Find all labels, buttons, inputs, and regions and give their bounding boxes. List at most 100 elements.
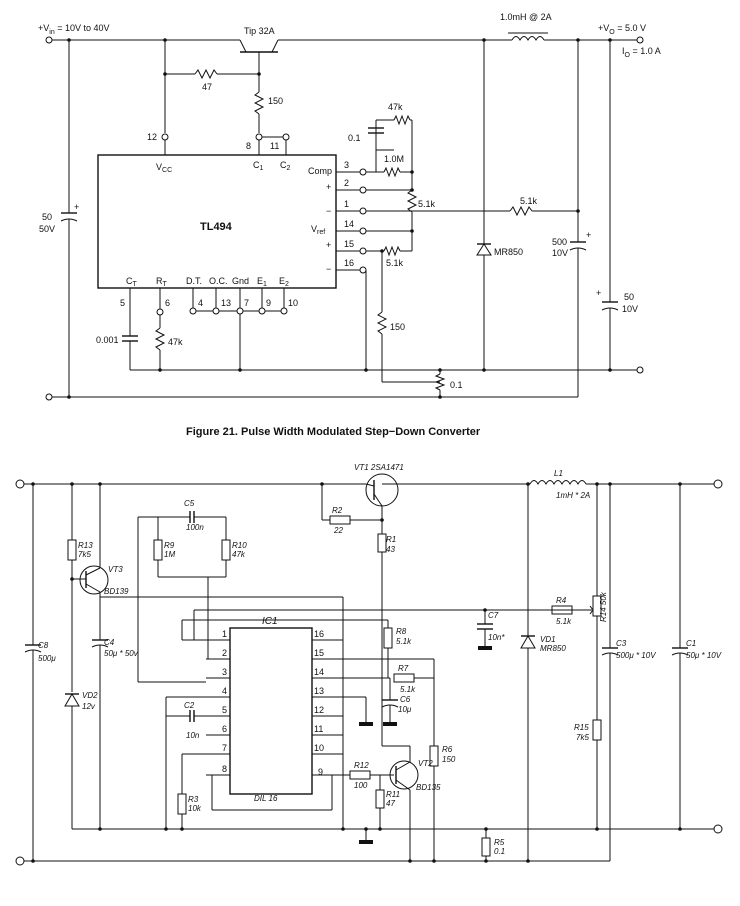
svg-text:50: 50 bbox=[624, 292, 634, 302]
vd1-symbol bbox=[520, 635, 536, 649]
pin-8: 8 bbox=[246, 141, 251, 151]
svg-text:R9: R9 bbox=[164, 541, 175, 550]
svg-text:16: 16 bbox=[314, 629, 324, 639]
svg-text:10V: 10V bbox=[552, 248, 568, 258]
svg-text:C2: C2 bbox=[184, 701, 195, 710]
svg-text:VT2: VT2 bbox=[418, 759, 433, 768]
svg-text:C5: C5 bbox=[184, 499, 195, 508]
svg-text:9: 9 bbox=[318, 767, 323, 777]
svg-text:L1: L1 bbox=[554, 469, 563, 478]
svg-text:4: 4 bbox=[198, 298, 203, 308]
svg-text:R13: R13 bbox=[78, 541, 93, 550]
svg-text:50V: 50V bbox=[39, 224, 55, 234]
svg-text:500μ: 500μ bbox=[38, 654, 56, 663]
svg-text:+: + bbox=[596, 288, 601, 298]
ground-pin13 bbox=[359, 722, 373, 726]
svg-text:9: 9 bbox=[266, 298, 271, 308]
svg-text:14: 14 bbox=[314, 667, 324, 677]
tl494-bottom-pins: 5 6 4 13 7 9 10 bbox=[120, 288, 298, 316]
figure-1-tl494-converter: +Vin = 10V to 40V +VO = 5.0 V IO = 1.0 A… bbox=[38, 12, 661, 438]
svg-text:R11: R11 bbox=[386, 790, 400, 799]
svg-text:RT: RT bbox=[156, 276, 168, 288]
svg-text:+: + bbox=[326, 240, 331, 250]
svg-text:10: 10 bbox=[288, 298, 298, 308]
tl494-body bbox=[97, 154, 337, 289]
svg-text:VD2: VD2 bbox=[82, 691, 98, 700]
svg-text:O.C.: O.C. bbox=[209, 276, 228, 286]
vin-label: +Vin = 10V to 40V bbox=[38, 23, 110, 36]
svg-text:C4: C4 bbox=[104, 638, 115, 647]
figure-2-ic1-converter: L1 1mH * 2A VT1 2SA1471 R2 22 R1 43 C5 1… bbox=[15, 463, 723, 866]
svg-text:1: 1 bbox=[222, 629, 227, 639]
svg-text:+: + bbox=[586, 230, 591, 240]
svg-text:10V: 10V bbox=[622, 304, 638, 314]
svg-text:11: 11 bbox=[314, 724, 323, 734]
svg-text:100n: 100n bbox=[186, 523, 204, 532]
figure-1-caption: Figure 21. Pulse Width Modulated Step−Do… bbox=[186, 426, 481, 438]
svg-text:14: 14 bbox=[344, 219, 354, 229]
svg-text:R3: R3 bbox=[188, 795, 199, 804]
r47-symbol bbox=[194, 68, 218, 80]
svg-text:2: 2 bbox=[344, 178, 349, 188]
svg-text:100: 100 bbox=[354, 781, 368, 790]
svg-text:IC1: IC1 bbox=[262, 616, 278, 627]
vt3-symbol bbox=[79, 565, 109, 595]
in-minus-terminal bbox=[15, 856, 25, 866]
svg-text:BD139: BD139 bbox=[104, 587, 129, 596]
vin-terminal bbox=[45, 36, 53, 44]
svg-text:1M: 1M bbox=[164, 550, 175, 559]
ic1-left-pins: 1 2 3 4 5 6 7 8 bbox=[206, 629, 230, 776]
r150-top-symbol bbox=[253, 91, 265, 115]
ground-c7 bbox=[478, 646, 492, 650]
svg-text:VCC: VCC bbox=[156, 162, 172, 174]
svg-text:0.1: 0.1 bbox=[494, 847, 505, 856]
svg-text:3: 3 bbox=[344, 160, 349, 170]
r47-label: 47 bbox=[202, 82, 212, 92]
svg-text:7: 7 bbox=[222, 743, 227, 753]
tl494-right-pins: 3 2 1 14 15 16 bbox=[336, 160, 367, 274]
svg-text:5.1k: 5.1k bbox=[386, 258, 404, 268]
svg-text:50: 50 bbox=[42, 212, 52, 222]
svg-text:+: + bbox=[326, 182, 331, 192]
svg-text:R5: R5 bbox=[494, 838, 505, 847]
l1-symbol bbox=[529, 480, 587, 486]
svg-text:22: 22 bbox=[333, 526, 343, 535]
svg-text:12: 12 bbox=[314, 705, 324, 715]
svg-text:5.1k: 5.1k bbox=[418, 199, 436, 209]
svg-text:Gnd: Gnd bbox=[232, 276, 249, 286]
svg-text:15: 15 bbox=[344, 239, 354, 249]
svg-text:5.1k: 5.1k bbox=[520, 196, 538, 206]
svg-text:1: 1 bbox=[344, 199, 349, 209]
svg-text:6: 6 bbox=[165, 298, 170, 308]
svg-text:150: 150 bbox=[390, 322, 405, 332]
in-plus-terminal bbox=[15, 479, 25, 489]
comp-label: Comp bbox=[308, 166, 332, 176]
svg-text:5.1k: 5.1k bbox=[556, 617, 572, 626]
pin-12: 12 bbox=[147, 132, 157, 142]
svg-text:R7: R7 bbox=[398, 664, 409, 673]
svg-text:−: − bbox=[326, 206, 331, 216]
svg-text:R12: R12 bbox=[354, 761, 369, 770]
svg-text:5.1k: 5.1k bbox=[396, 637, 412, 646]
vo-terminal bbox=[636, 36, 644, 44]
svg-text:VT3: VT3 bbox=[108, 565, 123, 574]
svg-text:R4: R4 bbox=[556, 596, 567, 605]
svg-text:6: 6 bbox=[222, 724, 227, 734]
r150-top-label: 150 bbox=[268, 96, 283, 106]
vt2-symbol bbox=[389, 760, 419, 790]
svg-text:2: 2 bbox=[222, 648, 227, 658]
svg-text:CT: CT bbox=[126, 276, 138, 288]
svg-text:R8: R8 bbox=[396, 627, 407, 636]
svg-text:500μ * 10V: 500μ * 10V bbox=[616, 651, 656, 660]
svg-text:4: 4 bbox=[222, 686, 227, 696]
svg-text:E1: E1 bbox=[257, 276, 267, 288]
pin-11: 11 bbox=[270, 141, 279, 151]
svg-text:E2: E2 bbox=[279, 276, 289, 288]
svg-text:1.0M: 1.0M bbox=[384, 154, 404, 164]
inductor-symbol bbox=[511, 36, 545, 42]
svg-text:R6: R6 bbox=[442, 745, 453, 754]
io-label: IO = 1.0 A bbox=[622, 46, 661, 59]
svg-text:VD1: VD1 bbox=[540, 635, 556, 644]
